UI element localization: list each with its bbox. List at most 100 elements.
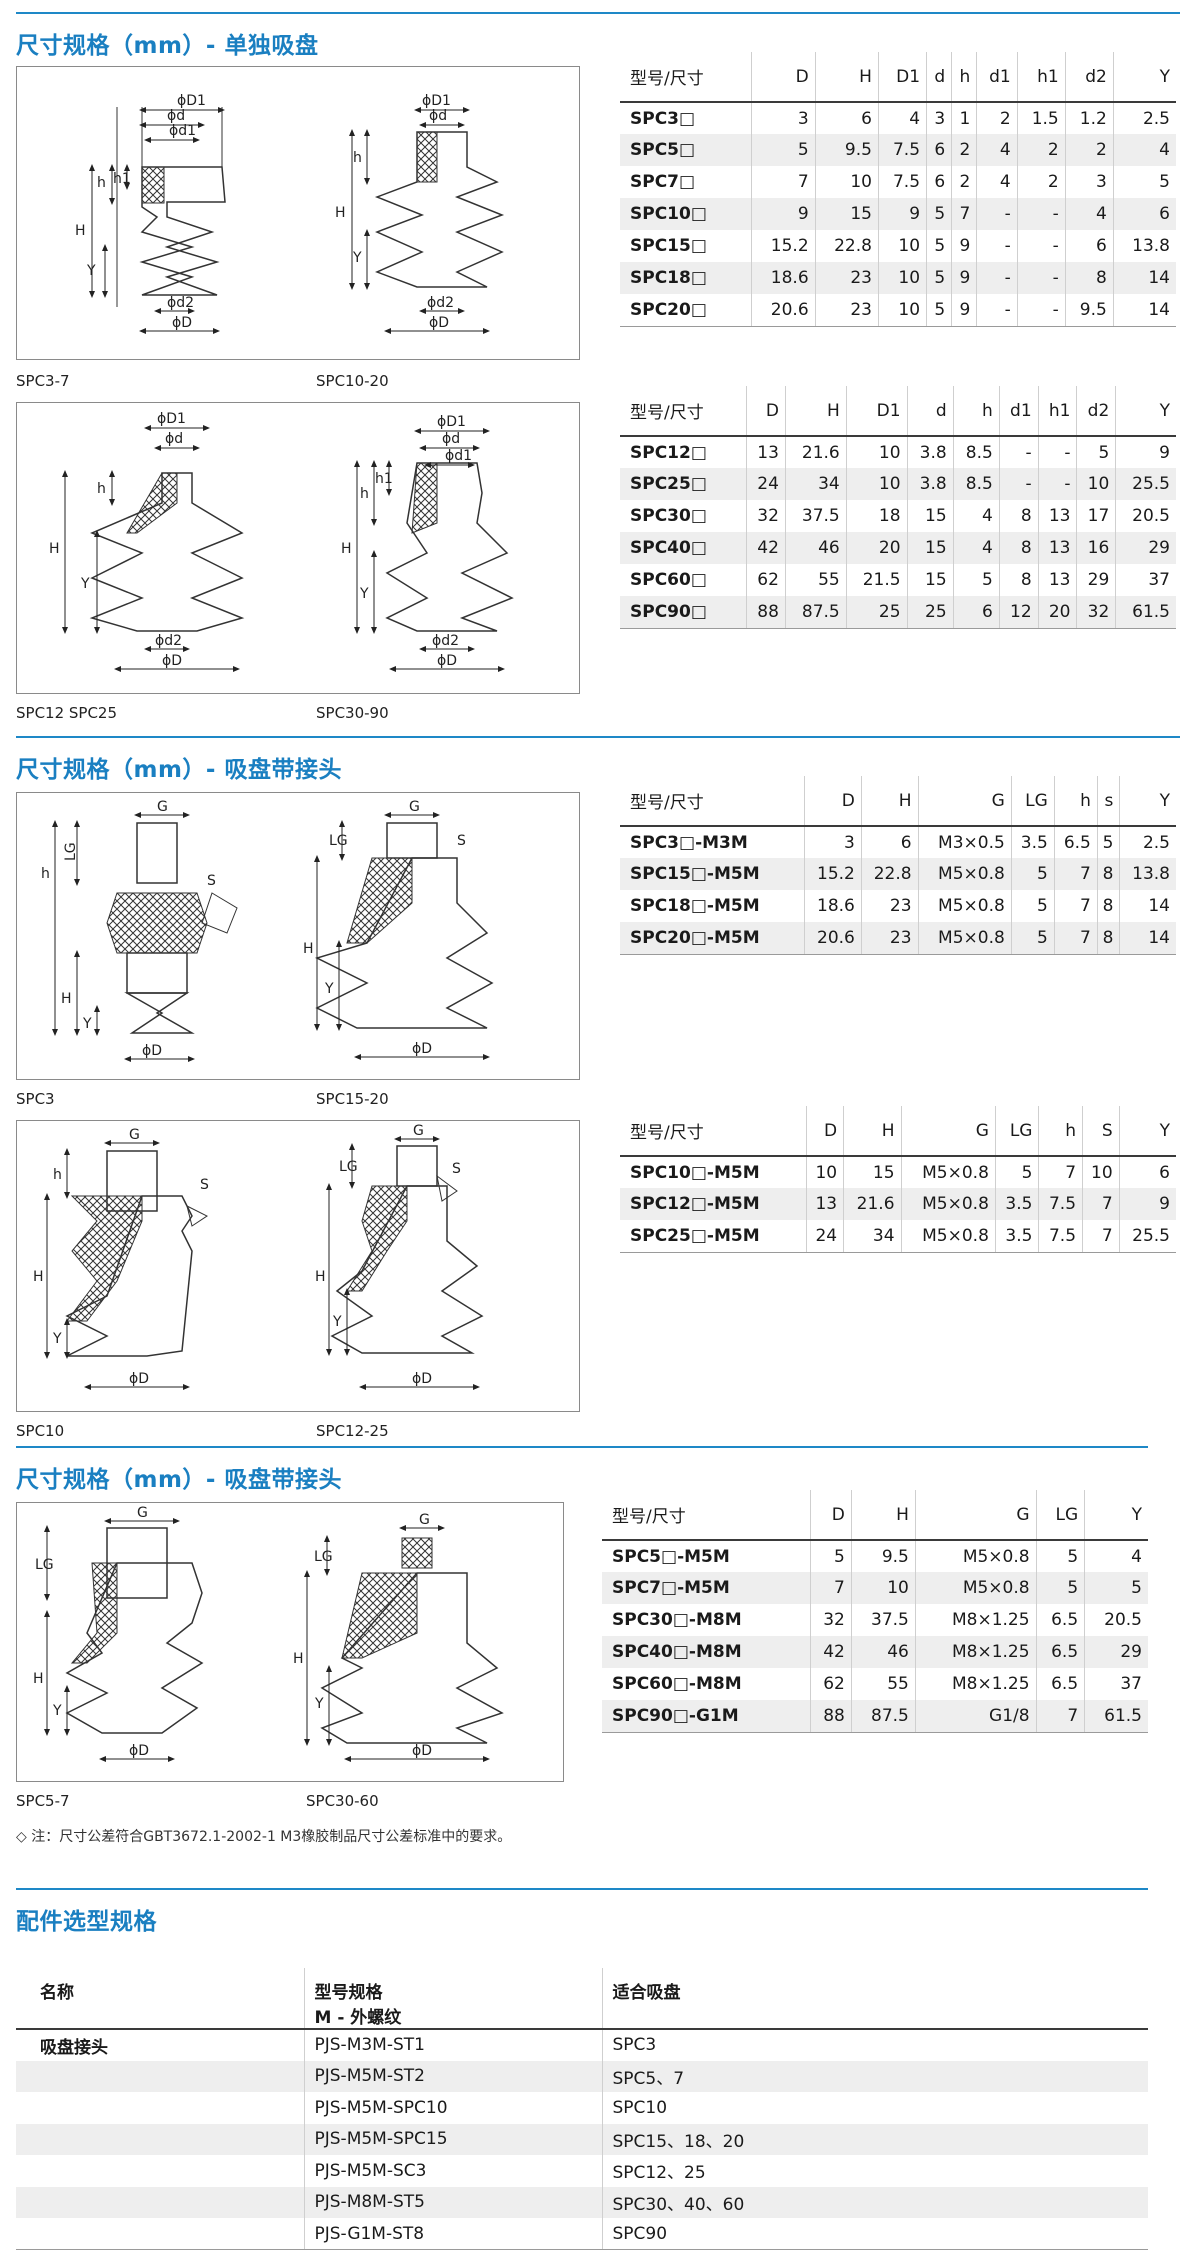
value-cell: 15 — [906, 532, 954, 564]
dim-Y: Y — [80, 576, 90, 592]
dim-Y: Y — [86, 263, 96, 279]
cup-spc30-90-drawing: ϕD1 ϕd ϕd1 H h h1 Y ϕd2 ϕD — [341, 414, 514, 672]
value-cell: 32 — [810, 1604, 852, 1636]
value-cell: 5 — [926, 262, 952, 294]
value-cell: 18.6 — [804, 890, 862, 922]
dim-G: G — [157, 799, 168, 815]
value-cell: 87.5 — [784, 596, 847, 629]
dim-H: H — [341, 541, 352, 557]
value-cell: 5 — [994, 1156, 1039, 1188]
value-cell: 22.8 — [814, 230, 879, 262]
value-cell: 7 — [810, 1572, 852, 1604]
value-cell: 2 — [976, 102, 1018, 134]
value-cell: M8×1.25 — [914, 1636, 1037, 1668]
caption-spc15-20: SPC15-20 — [316, 1090, 389, 1108]
value-cell: 21.6 — [843, 1188, 902, 1220]
column-header: d — [926, 52, 952, 103]
value-cell: 7 — [1082, 1188, 1120, 1220]
acc-header-name: 名称 — [16, 1968, 304, 2030]
dim-LG: LG — [339, 1159, 358, 1175]
dim-d2: ϕd2 — [432, 633, 459, 649]
value-cell: 10 — [1082, 1156, 1120, 1188]
value-cell: 88 — [810, 1700, 852, 1733]
value-cell: - — [976, 230, 1018, 262]
column-header: D — [746, 386, 786, 437]
dim-D: ϕD — [172, 315, 192, 331]
dim-h: h — [360, 486, 369, 502]
value-cell: M8×1.25 — [914, 1604, 1037, 1636]
dim-Y: Y — [52, 1331, 62, 1347]
value-cell: 1.5 — [1016, 102, 1066, 134]
value-cell: 8.5 — [952, 468, 1000, 500]
value-cell: 2 — [1016, 134, 1066, 166]
value-cell: 18 — [845, 500, 908, 532]
acc-header-fit: 适合吸盘 — [601, 1968, 1148, 2030]
value-cell: 5 — [926, 294, 952, 327]
dim-d1: ϕd1 — [445, 448, 472, 464]
dim-G: G — [413, 1123, 424, 1139]
column-header: D — [810, 1490, 852, 1541]
value-cell: 13 — [1037, 564, 1077, 596]
column-header: H — [850, 1490, 916, 1541]
value-cell: 21.6 — [784, 436, 847, 468]
value-cell: M5×0.8 — [900, 1188, 996, 1220]
value-cell: 61.5 — [1115, 596, 1176, 629]
model-cell: SPC20□ — [620, 294, 752, 327]
value-cell: 5 — [810, 1540, 852, 1572]
drawing-spc12-spc90: ϕD1 ϕd H h Y ϕd2 ϕD ϕD1 ϕd ϕd1 H h — [16, 402, 580, 694]
dim-D: ϕD — [412, 1041, 432, 1057]
column-header: H — [814, 52, 879, 103]
value-cell: 17 — [1076, 500, 1116, 532]
model-cell: SPC7□-M5M — [602, 1572, 811, 1604]
column-header: d1 — [998, 386, 1039, 437]
model-cell: SPC5□ — [620, 134, 752, 166]
value-cell: 7.5 — [1038, 1220, 1083, 1253]
column-header: D1 — [845, 386, 908, 437]
dim-d: ϕd — [167, 108, 185, 124]
drawing-spc10-spc25-fitting: G S h H Y ϕD G S LG H Y ϕD — [16, 1120, 580, 1412]
value-cell: 37.5 — [784, 500, 847, 532]
dim-d2: ϕd2 — [155, 633, 182, 649]
value-cell: 2 — [951, 166, 977, 198]
value-cell: M3×0.5 — [917, 826, 1012, 858]
tolerance-note: ◇ 注：尺寸公差符合GBT3672.1-2002-1 M3橡胶制品尺寸公差标准中… — [16, 1829, 512, 1845]
column-header: LG — [994, 1106, 1039, 1157]
value-cell: 2 — [1016, 166, 1066, 198]
column-header: G — [917, 776, 1012, 827]
column-header: h1 — [1037, 386, 1077, 437]
dim-h: h — [53, 1167, 62, 1183]
drawing-spc3-spc20: ϕD1 ϕd ϕd1 H h h1 Y ϕd2 ϕD ϕD1 ϕd H — [16, 66, 580, 360]
section-title-cup-with-fitting-2: 尺寸规格（mm）- 吸盘带接头 — [16, 1467, 342, 1493]
value-cell: 14 — [1119, 890, 1176, 922]
dim-h: h — [97, 481, 106, 497]
value-cell: 25 — [845, 596, 908, 629]
model-cell: SPC40□-M8M — [602, 1636, 811, 1668]
value-cell: 20 — [1037, 596, 1077, 629]
dim-h: h — [97, 175, 106, 191]
value-cell: 13 — [1037, 500, 1077, 532]
value-cell: 20 — [845, 532, 908, 564]
dim-D: ϕD — [437, 653, 457, 669]
value-cell: 4 — [952, 532, 1000, 564]
value-cell: M5×0.8 — [917, 922, 1012, 955]
column-header: s — [1096, 776, 1120, 827]
model-cell: SPC30□-M8M — [612, 1610, 742, 1630]
cup-spc12-25-drawing: ϕD1 ϕd H h Y ϕd2 ϕD — [49, 411, 245, 672]
fitting-drawing-svg-3: G LG H Y ϕD G LG H Y ϕD — [33, 1505, 504, 1762]
column-header: d1 — [976, 52, 1018, 103]
caption-spc10-20: SPC10-20 — [316, 372, 389, 390]
model-cell: SPC7□ — [630, 172, 696, 192]
value-cell: 5 — [1035, 1572, 1085, 1604]
value-cell: M5×0.8 — [900, 1156, 996, 1188]
value-cell: 22.8 — [860, 858, 919, 890]
value-cell: 7 — [1082, 1220, 1120, 1253]
value-cell: 5 — [1010, 890, 1055, 922]
fitting-spc3-drawing: G S h LG H Y ϕD — [41, 799, 238, 1062]
value-cell: 23 — [814, 294, 879, 327]
column-header: LG — [1035, 1490, 1085, 1541]
